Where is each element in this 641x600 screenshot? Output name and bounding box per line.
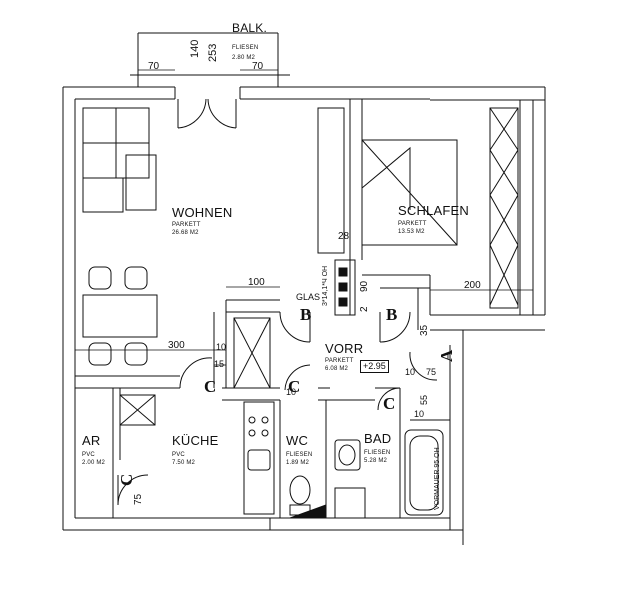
- door-mark-a: A: [437, 349, 456, 362]
- dim-100: 100: [248, 277, 265, 288]
- dimension-lines: [75, 69, 533, 366]
- room-floor-wohnen: PARKETT: [172, 222, 201, 228]
- dim-75-b: 75: [133, 493, 144, 505]
- dim-90: 90: [359, 280, 370, 292]
- room-floor-balk: FLIESEN: [232, 45, 259, 51]
- dim-28: 28: [338, 231, 350, 242]
- room-name-kueche: KÜCHE: [172, 433, 219, 448]
- room-area-ar: 2.00 M2: [82, 460, 106, 466]
- room-name-wohnen: WOHNEN: [172, 205, 233, 220]
- dim-10-c: 10: [405, 367, 416, 377]
- dim-10-b: 10: [286, 387, 297, 397]
- ar-shelf: [119, 394, 156, 426]
- room-name-ar: AR: [82, 433, 101, 448]
- door-mark-c-kueche: C: [204, 377, 217, 396]
- balcony-outline: [130, 32, 290, 87]
- door-mark-b-right: B: [386, 305, 398, 324]
- dim-300: 300: [168, 340, 185, 351]
- door-mark-b-left: B: [300, 305, 312, 324]
- room-name-wc: WC: [286, 433, 309, 448]
- room-floor-schlafen: PARKETT: [398, 221, 427, 227]
- room-name-schlafen: SCHLAFEN: [398, 203, 469, 218]
- interior-doors: [117, 311, 438, 506]
- room-area-wc: 1.89 M2: [286, 460, 310, 466]
- kitchen-counter: [243, 401, 275, 515]
- room-floor-bad: FLIESEN: [364, 450, 391, 456]
- vormauer-label: VORMAUER 95 OH: [434, 447, 441, 510]
- room-area-schlafen: 13.53 M2: [398, 229, 425, 235]
- glas-label: GLAS: [296, 292, 321, 302]
- room-floor-ar: PVC: [82, 452, 95, 458]
- dim-35: 35: [419, 324, 430, 336]
- room-area-balk: 2.80 M2: [232, 55, 256, 61]
- toilet: [289, 475, 327, 519]
- door-mark-c-bad: C: [383, 394, 396, 413]
- dim-10-a: 10: [216, 342, 227, 352]
- balcony-door: [177, 98, 237, 129]
- washing-machine: [334, 487, 366, 519]
- bed: [361, 139, 458, 246]
- room-name-bad: BAD: [364, 431, 392, 446]
- dim-55: 55: [419, 394, 429, 405]
- shaft-label: 3*14,1*Ч ΟΗ: [322, 265, 329, 306]
- level-marker: +2.95: [360, 360, 389, 373]
- room-area-vorr: 6.08 M2: [325, 366, 349, 372]
- dim-balk-right: 70: [252, 61, 264, 72]
- dim-10-d: 10: [414, 409, 425, 419]
- washbasin: [334, 439, 361, 471]
- room-name-balk: BALK.: [232, 21, 268, 35]
- dim-75-a: 75: [426, 367, 437, 377]
- shaft: [334, 259, 356, 316]
- dim-balk-140: 140: [189, 39, 201, 58]
- room-name-vorr: VORR: [325, 341, 364, 356]
- door-mark-c-ar: C: [117, 473, 136, 486]
- sofa: [82, 107, 157, 213]
- wardrobe-left: [317, 107, 345, 254]
- door-mark-c-wc: C: [288, 377, 301, 396]
- dim-balk-left: 70: [148, 61, 160, 72]
- hall-wardrobe: [233, 317, 271, 389]
- dim-200: 200: [464, 280, 481, 291]
- bathtub: [404, 429, 444, 516]
- room-area-kueche: 7.50 M2: [172, 460, 196, 466]
- exterior-walls: [62, 86, 546, 545]
- room-floor-vorr: PARKETT: [325, 358, 354, 364]
- room-area-bad: 5.28 M2: [364, 458, 388, 464]
- dim-15: 15: [214, 359, 225, 369]
- room-floor-wc: FLIESEN: [286, 452, 313, 458]
- dining-table: [82, 266, 158, 366]
- room-area-wohnen: 26.68 M2: [172, 230, 199, 236]
- room-floor-kueche: PVC: [172, 452, 185, 458]
- dim-balk-253: 253: [207, 43, 219, 62]
- wardrobe-right: [489, 107, 519, 309]
- dim-2: 2: [359, 306, 370, 312]
